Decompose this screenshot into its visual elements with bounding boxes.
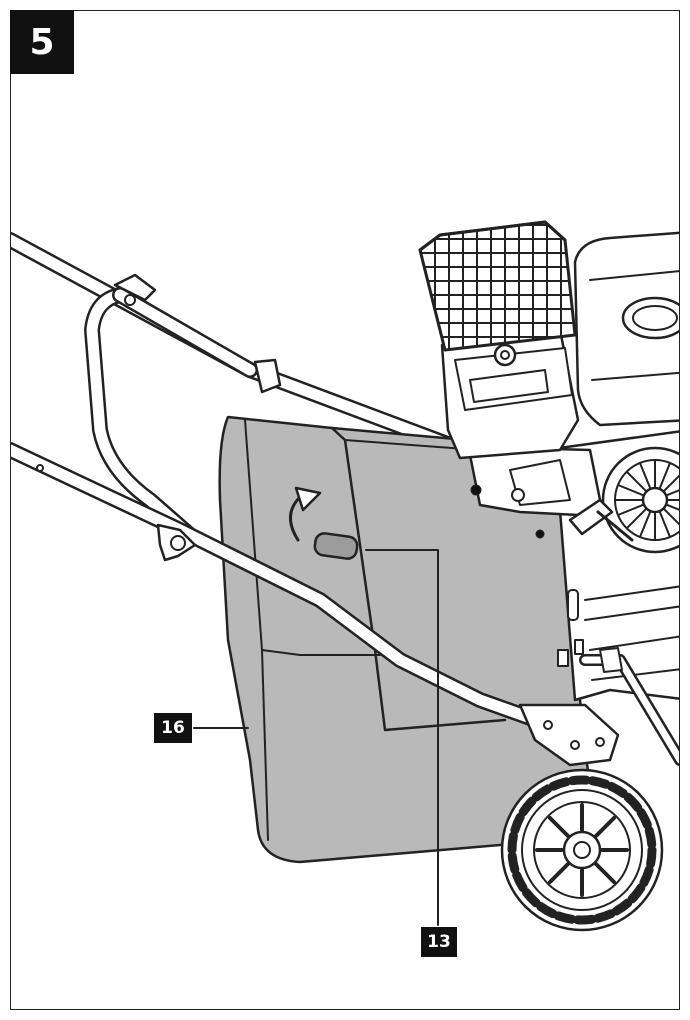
recoil-starter — [601, 446, 679, 554]
upper-handle-bar — [11, 232, 458, 453]
callout-label-16: 16 — [154, 713, 192, 743]
grass-catcher-bag — [218, 415, 592, 864]
height-adjust-lever — [579, 647, 679, 766]
handle-mount-bracket — [518, 703, 620, 767]
handle-clamp-knob-top — [113, 273, 157, 306]
handle-clamp-knob-lower — [156, 523, 197, 562]
starter-handle — [568, 498, 634, 542]
cable-clip — [253, 358, 282, 394]
figure-frame — [10, 10, 680, 1010]
handle-loop — [84, 287, 258, 543]
step-number-badge: 5 — [10, 10, 74, 74]
rear-wheel — [500, 768, 664, 932]
lower-handle-bar — [11, 442, 558, 733]
air-filter-housing — [440, 328, 580, 460]
engine-grill — [418, 220, 577, 352]
callout-label-13: 13 — [421, 927, 457, 957]
fuel-tank — [573, 231, 679, 427]
leader-line-13 — [365, 549, 439, 926]
